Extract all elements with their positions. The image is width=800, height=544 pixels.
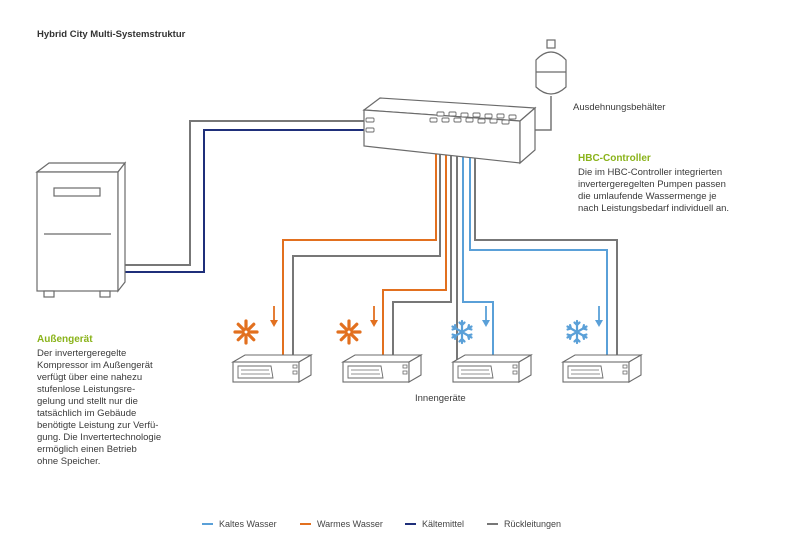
return-pipe-outdoor bbox=[118, 120, 370, 266]
indoor-unit bbox=[230, 354, 314, 383]
indoor-units-label: Innengeräte bbox=[415, 393, 466, 404]
snowflake-icon bbox=[451, 319, 473, 345]
legend-swatch-return bbox=[487, 523, 498, 525]
legend: Kaltes Wasser Warmes Wasser Kältemittel … bbox=[0, 519, 800, 533]
heat-icon bbox=[336, 319, 362, 345]
return-unit-2 bbox=[392, 127, 452, 362]
cold-supply-unit-3 bbox=[462, 127, 494, 362]
indoor-units bbox=[230, 354, 644, 383]
hbc-heading: HBC-Controller bbox=[578, 153, 651, 164]
legend-label: Kältemittel bbox=[422, 519, 465, 529]
mode-symbols bbox=[233, 319, 588, 345]
warm-supply-unit-1 bbox=[282, 127, 437, 362]
page-title: Hybrid City Multi-Systemstruktur bbox=[37, 29, 186, 40]
outdoor-heading: Außengerät bbox=[37, 334, 93, 345]
flow-arrow bbox=[370, 306, 378, 327]
legend-item-cold-water: Kaltes Wasser bbox=[202, 519, 277, 529]
legend-label: Kaltes Wasser bbox=[219, 519, 277, 529]
warm-supply-unit-2 bbox=[382, 127, 447, 362]
legend-item-return: Rückleitungen bbox=[487, 519, 561, 529]
water-pipes bbox=[282, 127, 618, 362]
legend-swatch-cold-water bbox=[202, 523, 213, 525]
legend-label: Warmes Wasser bbox=[317, 519, 383, 529]
hbc-description: Die im HBC-Controller integrierten inver… bbox=[578, 167, 730, 214]
indoor-unit bbox=[340, 354, 424, 383]
refrigerant-pipe-outdoor bbox=[118, 129, 370, 273]
legend-item-warm-water: Warmes Wasser bbox=[300, 519, 383, 529]
outdoor-unit bbox=[35, 161, 127, 298]
return-unit-1 bbox=[292, 127, 441, 362]
outdoor-description: Der invertergeregelte Kompressor im Auße… bbox=[37, 348, 162, 467]
indoor-unit bbox=[560, 354, 644, 383]
legend-label: Rückleitungen bbox=[504, 519, 562, 529]
heat-icon bbox=[233, 319, 259, 345]
cold-supply-unit-4 bbox=[469, 127, 608, 362]
refrigerant-pipes bbox=[118, 120, 370, 273]
hbc-controller bbox=[362, 97, 537, 165]
legend-swatch-warm-water bbox=[300, 523, 311, 525]
flow-arrow bbox=[595, 306, 603, 327]
hbc-ports bbox=[365, 111, 517, 133]
flow-arrow bbox=[482, 306, 490, 327]
expansion-tank bbox=[535, 39, 567, 95]
indoor-unit bbox=[450, 354, 534, 383]
flow-arrows bbox=[270, 306, 603, 327]
snowflake-icon bbox=[566, 319, 588, 345]
legend-item-refrigerant: Kältemittel bbox=[405, 519, 464, 529]
return-unit-4 bbox=[474, 127, 618, 362]
flow-arrow bbox=[270, 306, 278, 327]
expansion-tank-label: Ausdehnungsbehälter bbox=[573, 102, 666, 113]
legend-swatch-refrigerant bbox=[405, 523, 416, 525]
